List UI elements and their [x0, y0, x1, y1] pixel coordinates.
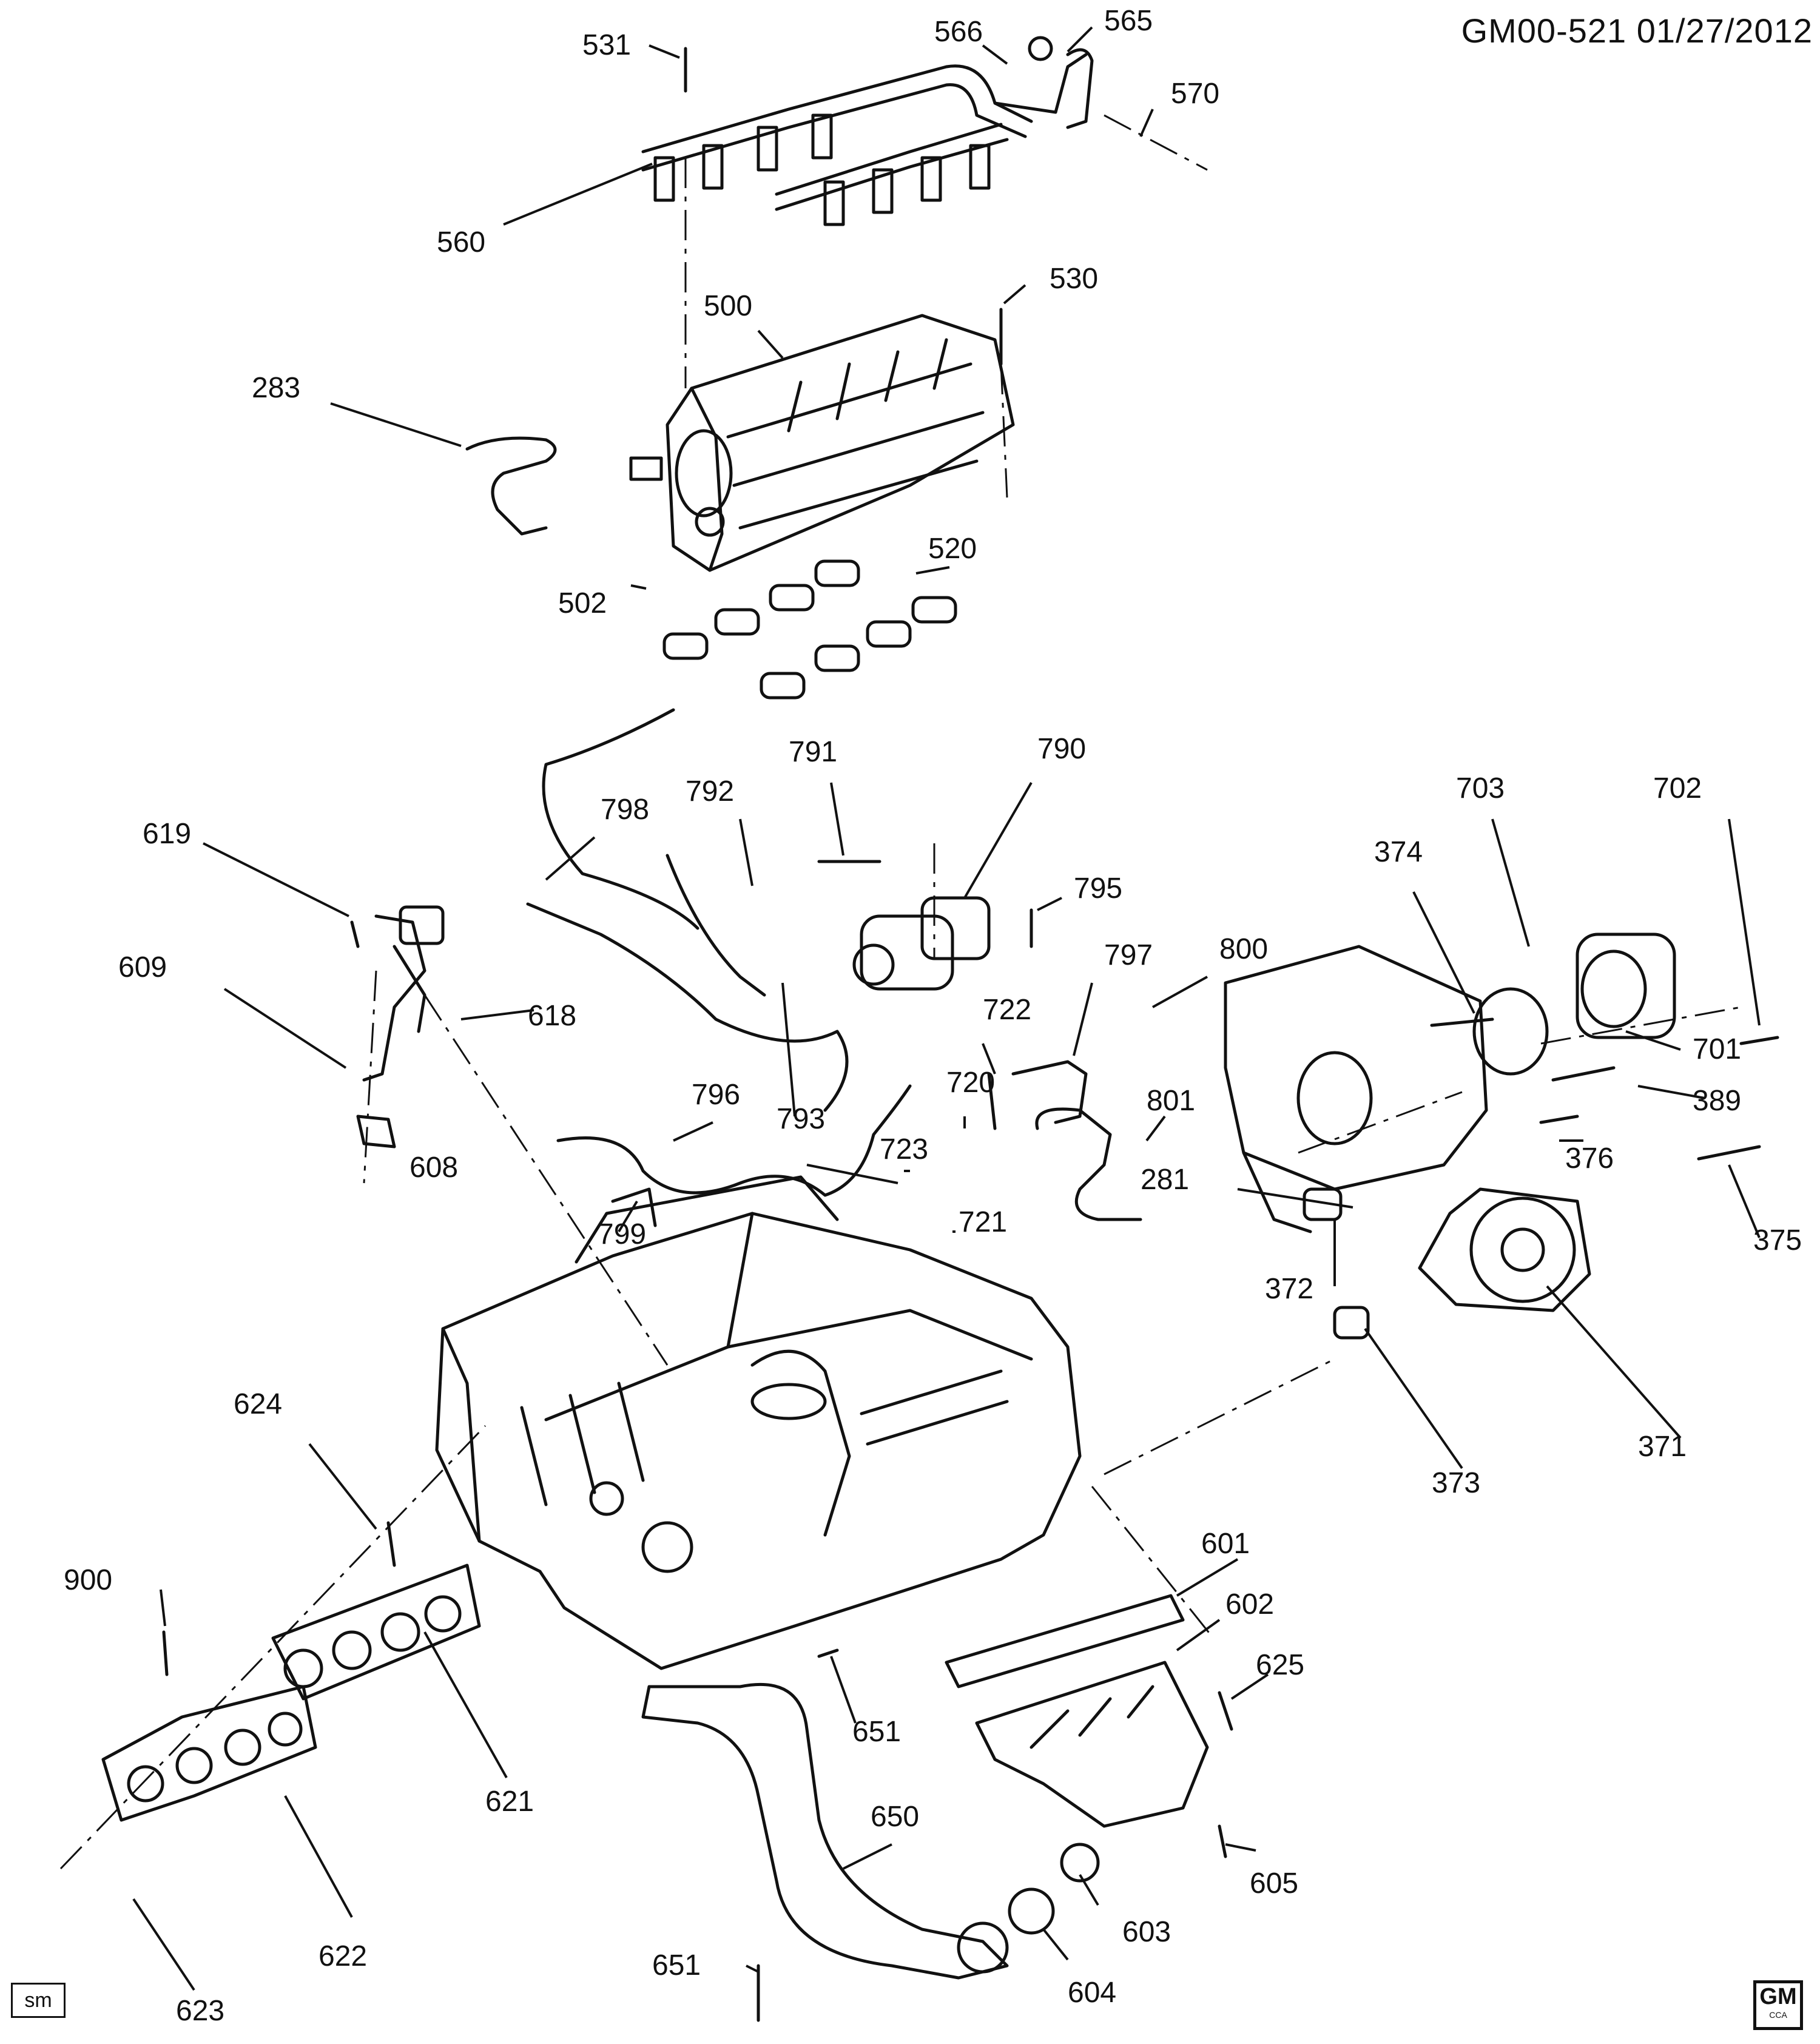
- leader-lines: [132, 26, 1761, 1991]
- callout-605: 605: [1250, 1867, 1298, 1900]
- drawing-reference: GM00-521 01/27/2012: [1461, 11, 1813, 50]
- fuel-rail-drawing: [641, 36, 1094, 226]
- callout-798: 798: [601, 794, 649, 826]
- callout-389: 389: [1693, 1085, 1741, 1117]
- callout-701: 701: [1693, 1033, 1741, 1065]
- callout-570: 570: [1171, 78, 1219, 110]
- gm-logo: GM CCA: [1753, 1980, 1803, 2030]
- drawing-date: 01/27/2012: [1636, 12, 1813, 50]
- callout-702: 702: [1653, 772, 1702, 804]
- gasket-373-drawing: [1333, 1306, 1370, 1340]
- callout-797: 797: [1104, 939, 1153, 971]
- callout-791: 791: [789, 736, 837, 768]
- callout-603: 603: [1122, 1916, 1171, 1948]
- flange-603-drawing: [1060, 1843, 1100, 1883]
- sensor-bracket-drawing: [356, 905, 445, 1148]
- ring-604-drawing: [1008, 1887, 1055, 1935]
- callout-371: 371: [1638, 1431, 1687, 1463]
- wiring-harness-drawing: [526, 708, 912, 1227]
- callout-602: 602: [1225, 1588, 1274, 1621]
- throttle-body-drawing: [1224, 933, 1676, 1233]
- callout-624: 624: [234, 1388, 282, 1420]
- callout-374: 374: [1374, 836, 1423, 868]
- egr-tube-drawing: [1035, 1107, 1142, 1221]
- callout-609: 609: [118, 951, 167, 983]
- callout-650: 650: [871, 1801, 919, 1833]
- drawing-id: GM00-521: [1461, 12, 1627, 50]
- callout-376: 376: [1565, 1142, 1614, 1175]
- callout-500: 500: [704, 290, 752, 322]
- callout-795: 795: [1074, 872, 1122, 905]
- callout-565: 565: [1104, 5, 1153, 37]
- callout-623: 623: [176, 1995, 224, 2027]
- starter-drawing: [852, 896, 991, 991]
- callout-703: 703: [1456, 772, 1505, 804]
- callout-281: 281: [1141, 1164, 1189, 1196]
- callout-502: 502: [558, 587, 607, 619]
- callout-520: 520: [928, 533, 977, 565]
- sm-tag: sm: [11, 1983, 66, 2018]
- callout-560: 560: [437, 226, 485, 258]
- assembly-lines: [59, 114, 1742, 1870]
- callout-799: 799: [598, 1218, 646, 1250]
- callout-722: 722: [983, 994, 1031, 1026]
- gm-logo-sub: CCA: [1769, 2010, 1787, 2020]
- callout-622: 622: [318, 1940, 367, 1972]
- callout-372: 372: [1265, 1273, 1313, 1305]
- callout-790: 790: [1037, 733, 1086, 765]
- intake-manifold-drawing: [629, 314, 1015, 572]
- bracket-797-drawing: [1011, 1060, 1088, 1124]
- vent-tube-drawing: [465, 436, 557, 536]
- callout-721: 721: [959, 1206, 1007, 1238]
- callout-618: 618: [528, 1000, 576, 1032]
- callout-530: 530: [1050, 263, 1098, 295]
- callout-566: 566: [934, 16, 983, 48]
- callout-651a: 651: [852, 1716, 901, 1748]
- callout-801: 801: [1147, 1085, 1195, 1117]
- callout-792: 792: [686, 775, 734, 808]
- gm-logo-text: GM: [1759, 1984, 1797, 2009]
- callout-604: 604: [1068, 1977, 1116, 2009]
- callout-375: 375: [1753, 1224, 1802, 1256]
- left-exhaust-drawing: [101, 1563, 481, 1822]
- callout-373: 373: [1432, 1467, 1480, 1499]
- fasteners-drawing: [162, 47, 1779, 2022]
- callout-608: 608: [410, 1152, 458, 1184]
- callout-621: 621: [485, 1786, 534, 1818]
- engine-block-drawing: [435, 1175, 1082, 1670]
- callout-283: 283: [252, 372, 300, 404]
- callout-625: 625: [1256, 1649, 1304, 1681]
- crossover-pipe-drawing: [641, 1682, 1009, 1980]
- callout-651b: 651: [652, 1949, 701, 1982]
- callout-619: 619: [143, 818, 191, 850]
- callout-723: 723: [880, 1133, 928, 1165]
- callout-796: 796: [692, 1079, 740, 1111]
- callout-793: 793: [777, 1103, 825, 1135]
- water-pump-drawing: [1418, 1187, 1591, 1312]
- callout-900: 900: [64, 1564, 112, 1596]
- callout-800: 800: [1219, 933, 1268, 965]
- callout-720: 720: [946, 1067, 995, 1099]
- callout-601: 601: [1201, 1528, 1250, 1560]
- pipe-flange-drawing: [957, 1921, 1009, 1974]
- callout-531: 531: [582, 29, 631, 61]
- right-exhaust-drawing: [945, 1594, 1209, 1828]
- intake-gaskets-drawing: [662, 559, 957, 700]
